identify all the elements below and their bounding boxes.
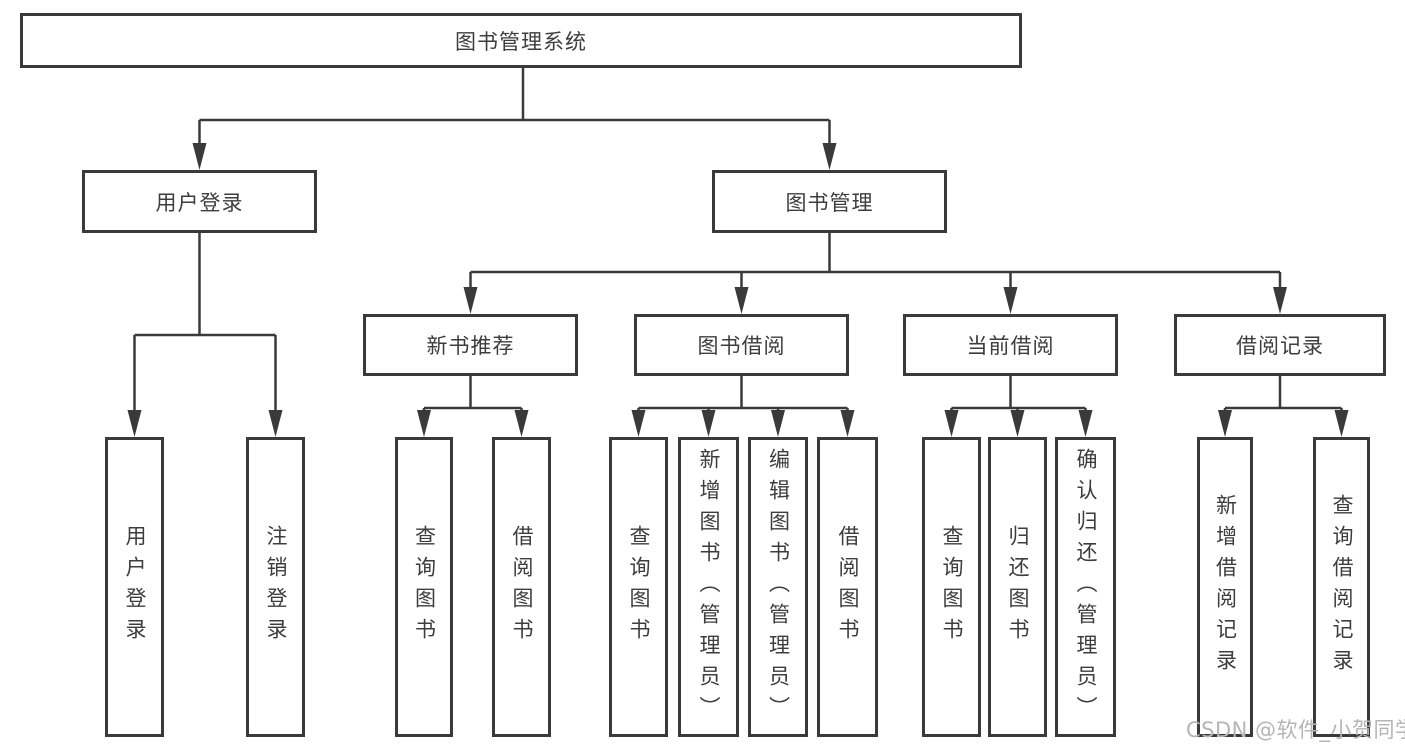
arrowhead [944,410,959,437]
node-book-management: 图书管理 [712,170,947,233]
leaf-logout: 注销登录 [246,437,305,737]
node-user-login: 用户登录 [82,170,317,233]
arrowhead [192,143,207,170]
edge-root-to-level2 [198,68,831,150]
arrowhead [417,410,431,437]
edge-newbook-to-leaves [422,376,523,417]
node-new-book-recommendation: 新书推荐 [363,314,578,376]
leaf-add-book-admin: 新增图书（管理员） [678,437,739,737]
leaf-return-books: 归还图书 [988,437,1047,737]
arrowhead [822,143,837,170]
arrowhead [127,410,142,437]
arrowhead [1218,410,1232,437]
leaf-add-borrow-record: 新增借阅记录 [1197,437,1253,737]
edge-records-to-leaves [1223,376,1343,417]
arrowhead [463,287,478,314]
arrowhead [771,410,785,437]
node-library-management-system: 图书管理系统 [20,13,1022,68]
leaf-confirm-return-admin: 确认归还（管理员） [1055,437,1116,737]
leaf-user-login: 用户登录 [105,437,164,737]
edge-current-to-leaves [950,376,1087,417]
arrowhead [1078,410,1093,437]
csdn-watermark: CSDN @软件_小贺同学 [1186,718,1405,742]
arrowhead [701,410,716,437]
leaf-borrow-books-borrowing: 借阅图书 [817,437,878,737]
arrowhead [1003,287,1018,314]
leaf-borrow-books-recommend: 借阅图书 [492,437,551,737]
leaf-query-books-current: 查询图书 [922,437,981,737]
leaf-edit-book-admin: 编辑图书（管理员） [748,437,808,737]
leaf-query-borrow-record: 查询借阅记录 [1313,437,1370,737]
arrowhead [1334,410,1349,437]
node-book-borrowing: 图书借阅 [634,314,849,376]
arrowhead [1273,287,1287,314]
edge-borrowing-to-leaves [637,376,849,417]
leaf-query-books-recommend: 查询图书 [395,437,453,737]
node-borrowing-records: 借阅记录 [1174,314,1386,376]
arrowhead [268,410,283,437]
leaf-query-books-borrowing: 查询图书 [609,437,668,737]
arrowhead [631,410,646,437]
edge-userlogin-to-leaves [133,233,277,417]
node-current-borrowing: 当前借阅 [903,314,1118,376]
arrowhead [734,287,749,314]
edge-bookmgmt-to-level3 [469,233,1282,294]
arrowhead [514,410,529,437]
arrowhead [1010,410,1025,437]
arrowhead [840,410,855,437]
